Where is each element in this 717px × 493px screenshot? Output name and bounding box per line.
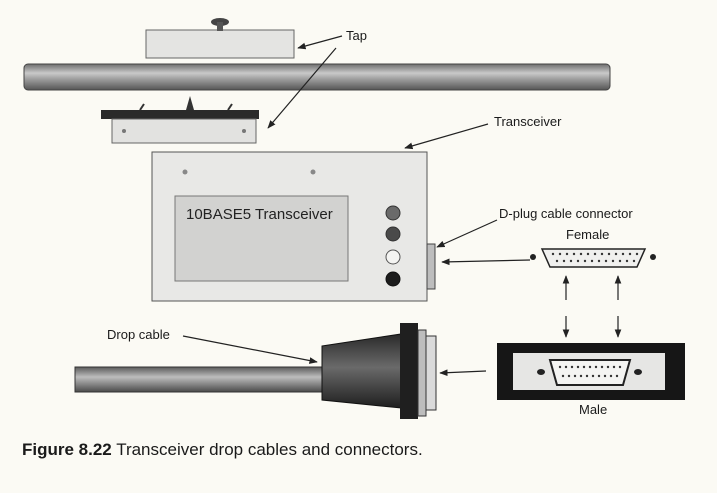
drop-cable (74, 323, 437, 419)
male-to-cable-arrow (439, 369, 487, 377)
transceiver-box (151, 151, 436, 302)
transceiver-label: Transceiver (494, 114, 562, 129)
transceiver-port (426, 243, 436, 290)
male-label: Male (579, 402, 608, 417)
tap-label: Tap (346, 28, 367, 43)
female-d-connector (530, 248, 656, 268)
female-to-port-arrow (441, 258, 531, 266)
arrows (182, 35, 622, 377)
dplug-arrow (436, 219, 498, 248)
indicator-light-4 (385, 271, 401, 287)
tap-base (101, 96, 259, 144)
female-label: Female (566, 227, 610, 242)
drop-cable-label: Drop cable (107, 327, 170, 342)
coax-cable (23, 63, 611, 91)
figure-number: Figure 8.22 (22, 440, 112, 459)
figure-caption-text: Transceiver drop cables and connectors. (116, 440, 423, 459)
dplug-label: D-plug cable connector (499, 206, 633, 221)
transceiver-arrow (404, 123, 489, 150)
male-d-connector (497, 343, 685, 400)
device-name-label: 10BASE5 Transceiver (186, 206, 333, 223)
drop-cable-arrow (182, 335, 318, 364)
indicator-light-1 (385, 205, 401, 221)
indicator-light-3 (385, 249, 401, 265)
tap-arrow-2 (267, 47, 337, 129)
indicator-light-2 (385, 226, 401, 242)
tap-arrow-1 (297, 35, 343, 50)
figure-caption: Figure 8.22 Transceiver drop cables and … (22, 440, 423, 460)
tap-clamp (145, 18, 295, 59)
